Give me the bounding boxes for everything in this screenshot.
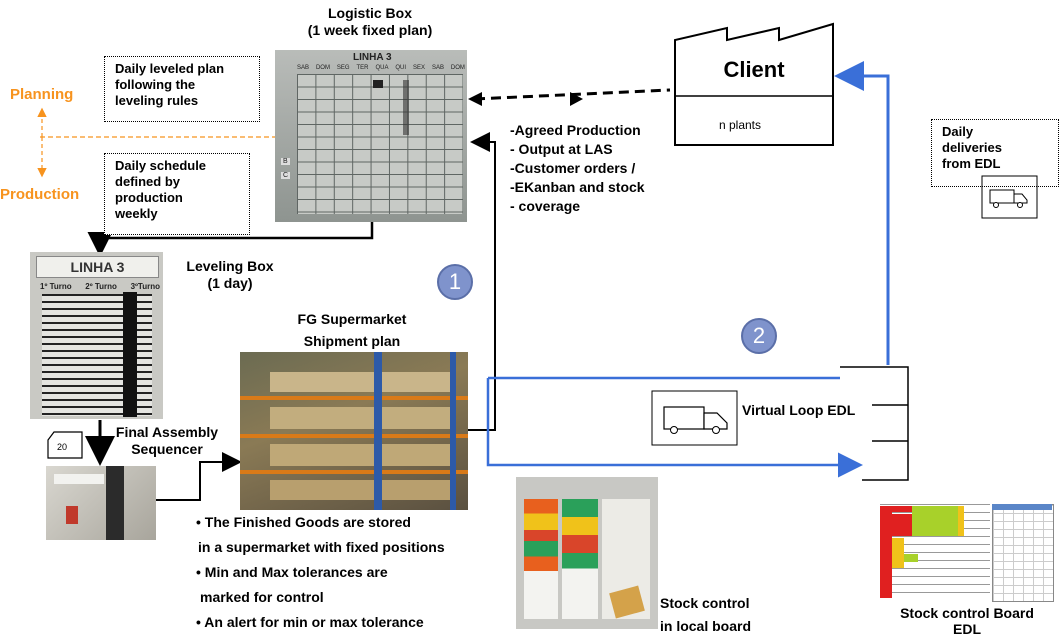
shift-label: 1º Turno	[40, 282, 72, 291]
final-assembly-subtitle: Sequencer	[131, 441, 203, 457]
edl-stock-label: Stock control Board EDL	[872, 605, 1062, 637]
planning-label: Planning	[10, 86, 74, 103]
client-factory-shape	[674, 22, 834, 146]
edl-stock-board-image	[860, 484, 1056, 602]
client-subtitle: n plants	[718, 118, 762, 132]
agreed-list-item: -EKanban and stock	[510, 179, 645, 195]
client-title: Client	[723, 57, 785, 82]
shift-label: 2º Turno	[85, 282, 117, 291]
production-label: Production	[0, 186, 80, 203]
loop-1-badge: 1	[437, 264, 473, 300]
arrowhead-left	[468, 92, 482, 106]
agreed-list-item: - Output at LAS	[510, 141, 613, 157]
shift-label: 3ºTurno	[130, 282, 160, 291]
fg-supermarket-photo	[240, 352, 468, 510]
day-label: SEX	[413, 65, 426, 71]
leveling-box-subtitle: (1 day)	[207, 275, 253, 291]
logistic-to-leveling-arrow	[87, 222, 374, 257]
edl-right-table	[992, 504, 1054, 602]
daily-leveled-plan-line: following the	[115, 77, 196, 92]
loop2-blue-bottom	[486, 378, 863, 478]
assembly-to-supermarket-arrow	[155, 452, 242, 501]
daily-schedule-line: Daily schedule	[115, 158, 207, 173]
daily-deliveries-line: Daily	[942, 124, 974, 139]
daily-deliveries-line: from EDL	[942, 156, 1001, 171]
loop2-blue-to-client	[834, 61, 890, 365]
row-c-label: C	[281, 172, 291, 179]
day-label: TER	[356, 65, 369, 71]
local-stock-board-photo	[516, 477, 658, 629]
leveling-shift-labels: 1º Turno 2º Turno 3ºTurno	[40, 282, 160, 291]
day-label: SAB	[431, 65, 444, 71]
final-assembly-title: Final Assembly Sequencer	[105, 424, 229, 458]
daily-schedule-line: defined by	[115, 174, 181, 189]
fg-supermarket-subtitle: Shipment plan	[303, 333, 401, 349]
leveling-board-header: LINHA 3	[36, 256, 159, 278]
card-marker	[403, 80, 409, 135]
daily-schedule-line: weekly	[115, 206, 158, 221]
final-assembly-photo	[46, 466, 156, 540]
supermarket-notes: • The Finished Goods are stored in a sup…	[196, 510, 445, 635]
day-label: DOM	[315, 65, 330, 71]
note-line: marked for control	[200, 589, 324, 605]
row-b-label: B	[281, 158, 290, 165]
logistic-board-grid	[297, 74, 463, 214]
note-line: in a supermarket with fixed positions	[198, 539, 445, 555]
leveling-black-column	[123, 292, 137, 417]
loop1-return-arrow	[468, 132, 496, 431]
logistic-box-subtitle: (1 week fixed plan)	[307, 22, 433, 38]
local-stock-label: Stock control in local board	[660, 592, 751, 638]
fg-supermarket-title: FG Supermarket Shipment plan	[262, 308, 442, 352]
local-stock-line: Stock control	[660, 595, 750, 611]
loop-2-badge: 2	[741, 318, 777, 354]
daily-deliveries-box: Daily deliveries from EDL	[931, 119, 1059, 187]
daily-schedule-box: Daily schedule defined by production wee…	[104, 153, 250, 235]
logistic-board-days: SAB DOM SEG TER QUA QUI SEX SAB DOM	[297, 65, 465, 71]
daily-leveled-plan-box: Daily leveled plan following the levelin…	[104, 56, 260, 122]
logistic-box-title-text: Logistic Box	[327, 5, 412, 21]
virtual-loop-label: Virtual Loop EDL	[742, 402, 856, 418]
final-assembly-title-text: Final Assembly	[115, 424, 219, 440]
edl-bracket	[840, 366, 909, 481]
local-stock-line: in local board	[660, 618, 752, 634]
edl-stock-title: Stock control Board	[900, 605, 1034, 621]
logistic-box-photo: LINHA 3 SAB DOM SEG TER QUA QUI SEX SAB …	[275, 50, 467, 222]
fg-supermarket-title-text: FG Supermarket	[297, 311, 407, 327]
agreed-list-item: - coverage	[510, 198, 581, 214]
edl-stock-subtitle: EDL	[953, 621, 981, 637]
day-label: QUA	[375, 65, 389, 71]
virtual-loop-truck-icon	[651, 390, 738, 446]
leveling-box-photo: LINHA 3 1º Turno 2º Turno 3ºTurno	[30, 252, 163, 419]
day-label: SAB	[297, 65, 310, 71]
leveling-box-title: Leveling Box (1 day)	[170, 258, 290, 292]
day-label: QUI	[395, 65, 407, 71]
note-line: • Min and Max tolerances are	[196, 564, 388, 580]
daily-leveled-plan-line: leveling rules	[115, 93, 199, 108]
logistic-box-title: Logistic Box (1 week fixed plan)	[280, 5, 460, 39]
truck-icon	[981, 175, 1038, 219]
daily-schedule-line: production	[115, 190, 183, 205]
logistic-board-header: LINHA 3	[353, 52, 392, 63]
agreed-list-item: -Customer orders /	[510, 160, 636, 176]
arrowhead-right	[570, 92, 583, 106]
leveling-box-title-text: Leveling Box	[186, 258, 274, 274]
note-line: • An alert for min or max tolerance	[196, 614, 424, 630]
daily-deliveries-line: deliveries	[942, 140, 1002, 155]
daily-leveled-plan-line: Daily leveled plan	[115, 61, 225, 76]
card-marker	[373, 80, 383, 88]
day-label: SEG	[336, 65, 350, 71]
kanban-card-number: 20	[57, 442, 68, 452]
agreed-list-item: -Agreed Production	[510, 122, 641, 138]
kanban-card-icon	[47, 431, 83, 459]
day-label: DOM	[450, 65, 465, 71]
agreed-list: -Agreed Production - Output at LAS -Cust…	[510, 121, 645, 216]
note-line: • The Finished Goods are stored	[196, 514, 411, 530]
